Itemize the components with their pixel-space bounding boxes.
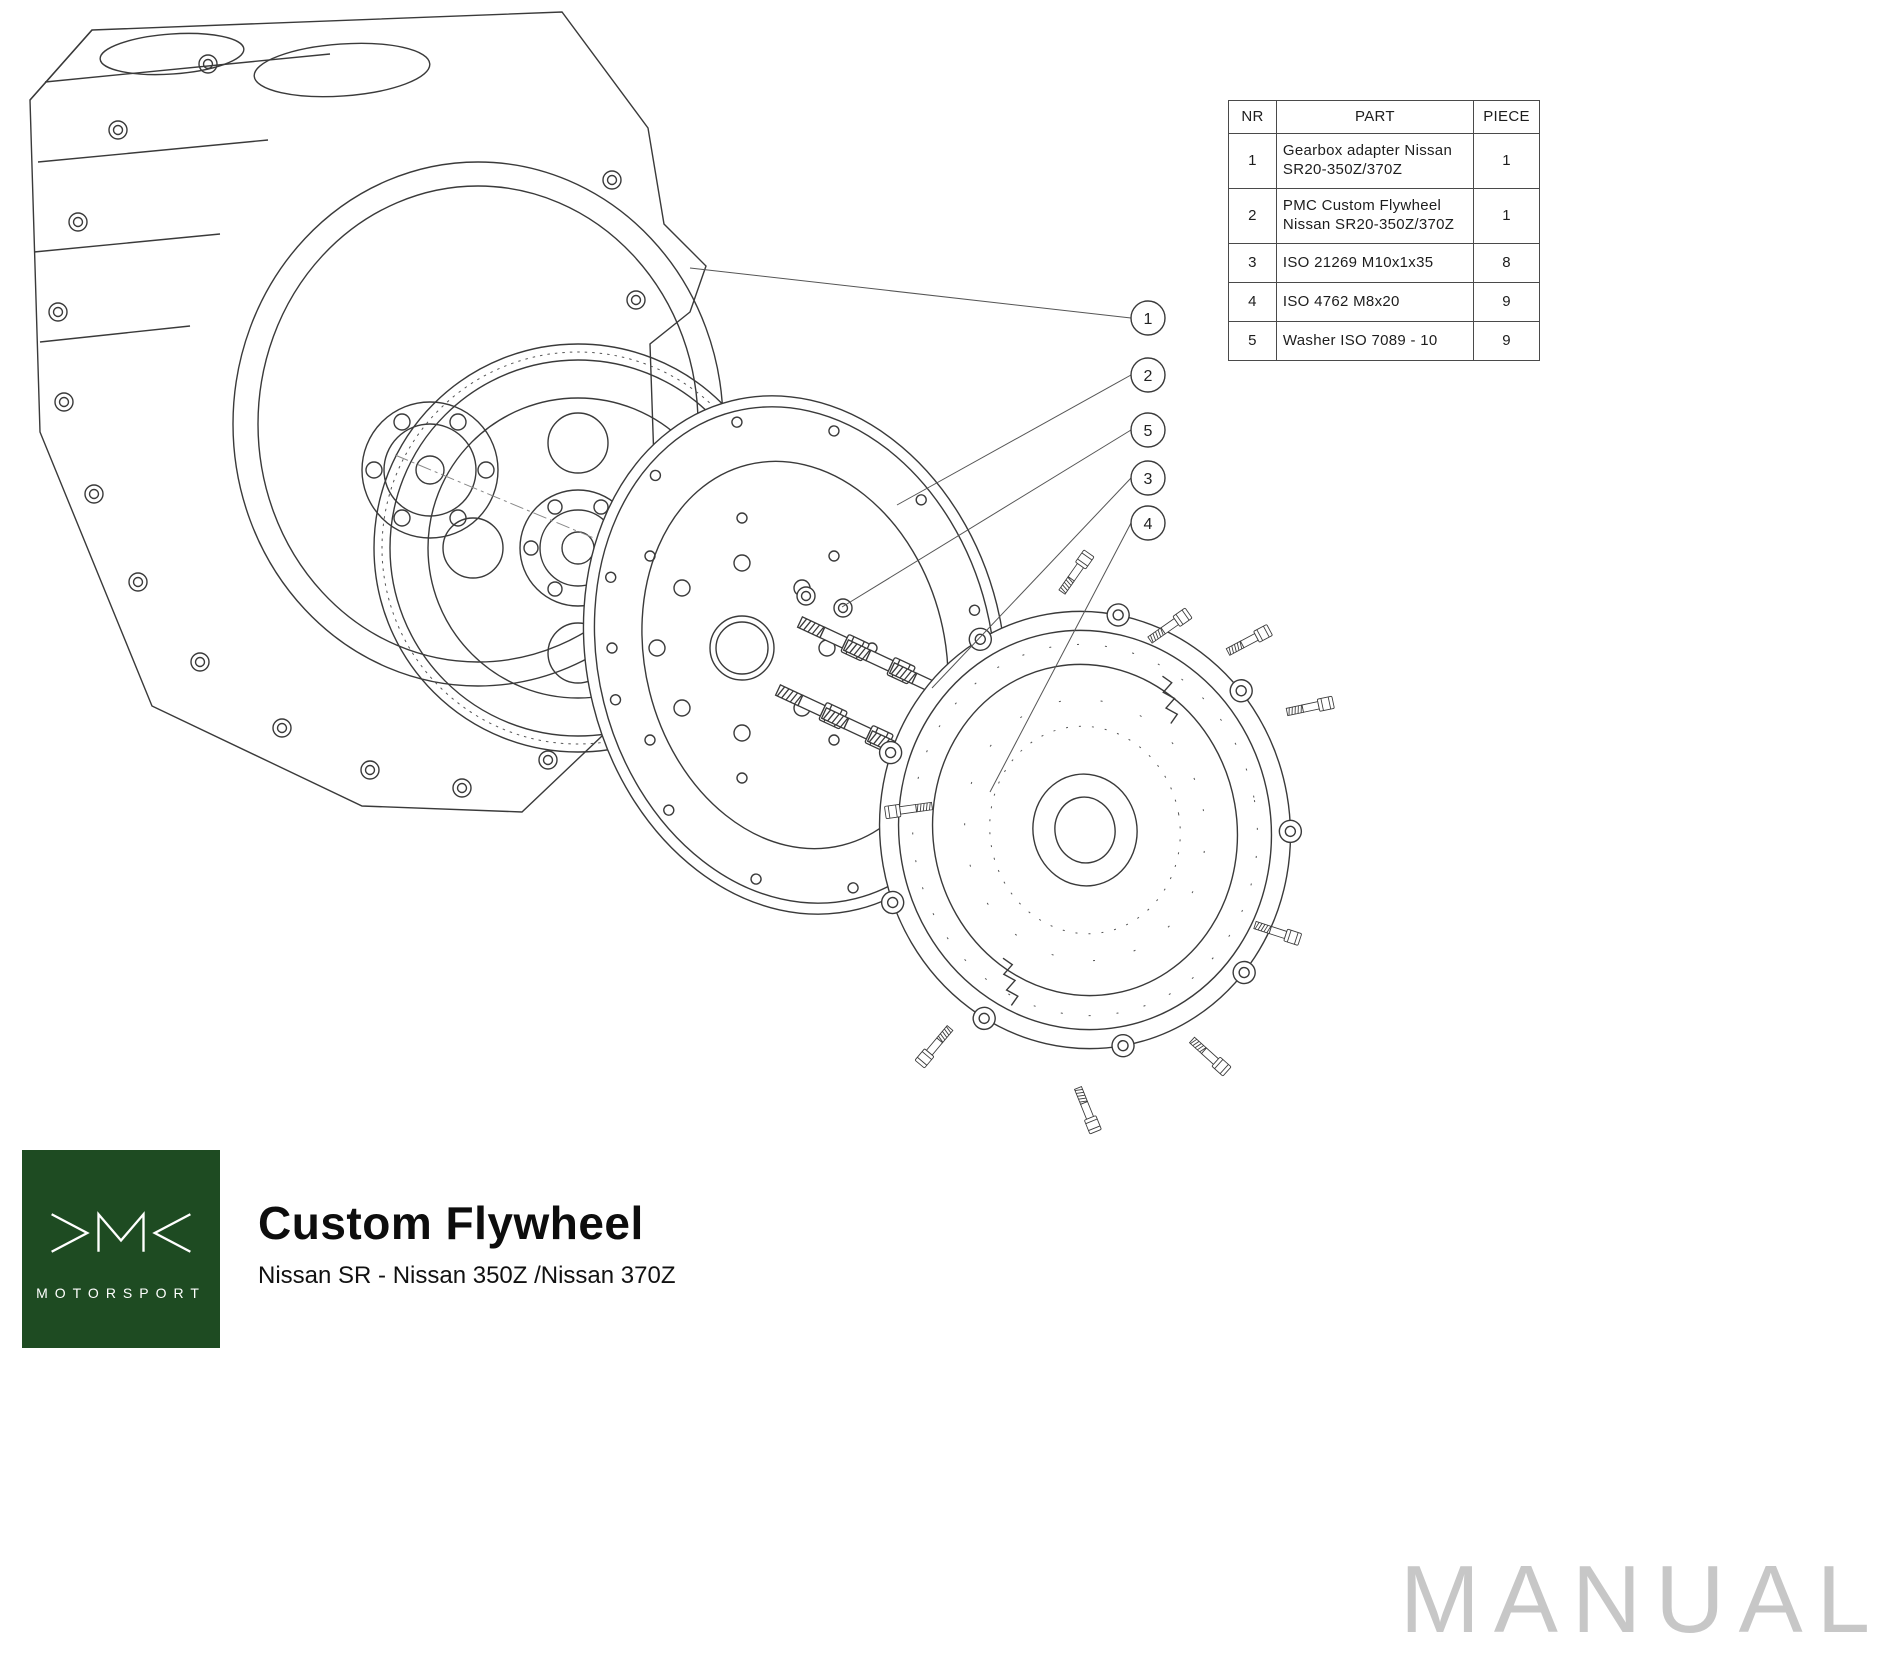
part-qty: 1 — [1473, 133, 1540, 189]
clutch-pressure-plate — [878, 603, 1303, 1058]
callout-balloon-1: 1 — [1130, 300, 1166, 336]
callout-number: 1 — [1144, 311, 1153, 328]
part-qty: 1 — [1473, 188, 1540, 244]
clutch-mounting-lugs — [878, 603, 1303, 1058]
part-nr: 3 — [1228, 243, 1277, 283]
title-block: Custom Flywheel Nissan SR - Nissan 350Z … — [258, 1196, 676, 1290]
col-header-part: PART — [1275, 100, 1475, 134]
callout-balloon-3: 3 — [1130, 460, 1166, 496]
part-name: ISO 4762 M8x20 — [1275, 282, 1475, 322]
parts-table: NR PART PIECE 1 Gearbox adapter Nissan S… — [1228, 100, 1540, 361]
pmc-logo-box: MOTORSPORT — [22, 1150, 220, 1348]
logo-wordmark: MOTORSPORT — [36, 1285, 206, 1301]
table-row: 1 Gearbox adapter Nissan SR20-350Z/370Z … — [1228, 133, 1540, 189]
part-name: Washer ISO 7089 - 10 — [1275, 321, 1475, 361]
part-nr: 2 — [1228, 188, 1277, 244]
part-nr: 5 — [1228, 321, 1277, 361]
part-name: PMC Custom Flywheel Nissan SR20-350Z/370… — [1275, 188, 1475, 244]
col-header-piece: PIECE — [1473, 100, 1540, 134]
table-row: 5 Washer ISO 7089 - 10 9 — [1228, 321, 1540, 361]
page-subtitle: Nissan SR - Nissan 350Z /Nissan 370Z — [258, 1262, 676, 1289]
callout-number: 2 — [1144, 368, 1153, 385]
table-row: 4 ISO 4762 M8x20 9 — [1228, 282, 1540, 322]
adapter-plate-bolt-holes — [48, 54, 646, 798]
part-name: ISO 21269 M10x1x35 — [1275, 243, 1475, 283]
callout-balloon-2: 2 — [1130, 357, 1166, 393]
callout-balloon-5: 5 — [1130, 412, 1166, 448]
manual-watermark: MANUAL — [1399, 1546, 1884, 1653]
crank-hub — [361, 401, 499, 539]
pmc-monogram-icon — [51, 1211, 191, 1253]
engine-block-and-adapter-plate — [29, 11, 724, 813]
callout-number: 4 — [1144, 516, 1153, 533]
part-qty: 9 — [1473, 321, 1540, 361]
col-header-nr: NR — [1228, 100, 1277, 134]
part-name: Gearbox adapter Nissan SR20-350Z/370Z — [1275, 133, 1475, 189]
part-qty: 9 — [1473, 282, 1540, 322]
page-title: Custom Flywheel — [258, 1197, 644, 1249]
callout-balloon-4: 4 — [1130, 505, 1166, 541]
clutch-spring — [1162, 675, 1179, 724]
clutch-spring — [1002, 957, 1019, 1006]
callout-number: 3 — [1144, 471, 1153, 488]
part-nr: 4 — [1228, 282, 1277, 322]
callout-leaders — [689, 267, 1132, 793]
part-qty: 8 — [1473, 243, 1540, 283]
callout-number: 5 — [1144, 423, 1153, 440]
callout-balloons: 1 2 5 3 4 — [1130, 300, 1166, 541]
table-row: 3 ISO 21269 M10x1x35 8 — [1228, 243, 1540, 283]
part-nr: 1 — [1228, 133, 1277, 189]
parts-table-header-row: NR PART PIECE — [1228, 100, 1540, 134]
table-row: 2 PMC Custom Flywheel Nissan SR20-350Z/3… — [1228, 188, 1540, 244]
